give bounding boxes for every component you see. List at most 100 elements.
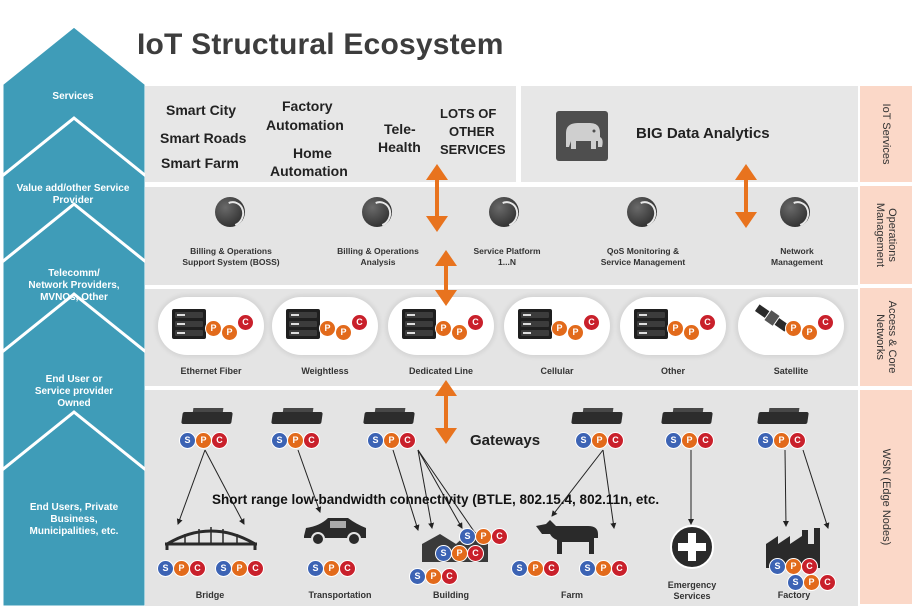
spc-badge: P: [668, 318, 684, 336]
level-services: Services: [52, 91, 94, 102]
server-icon: [172, 309, 206, 339]
server-icon: [402, 309, 436, 339]
endpoint-label: Transportation: [308, 590, 372, 600]
layer-label-networks: Access & Core Networks: [860, 288, 912, 388]
network-label: Ethernet Fiber: [180, 366, 242, 376]
globe-icon: [215, 197, 245, 227]
globe-icon: [780, 197, 810, 227]
network-label: Dedicated Line: [408, 366, 473, 376]
spc-badge: P: [552, 318, 568, 336]
service-lots-line3: SERVICES: [440, 142, 506, 157]
satellite-icon: [754, 304, 790, 332]
spc-badge: C: [700, 312, 716, 330]
spc-badge: C: [818, 312, 834, 330]
endpoint-label: Building: [433, 590, 469, 600]
network-label: Other: [660, 366, 685, 376]
level-end-users: End Users, Private Business, Municipalit…: [29, 502, 119, 537]
globe-icon: [489, 197, 519, 227]
spc-badge: P: [452, 322, 468, 340]
orange-arrows: [426, 164, 757, 444]
page-title: IoT Structural Ecosystem: [137, 28, 504, 61]
server-icon: [518, 309, 552, 339]
big-data-label: BIG Data Analytics: [636, 125, 770, 142]
short-range-connectivity-label: Short range low-bandwidth connectivity (…: [212, 492, 660, 507]
endpoint-label: Bridge: [195, 590, 225, 600]
server-icon: [634, 309, 668, 339]
spc-badge: P: [336, 322, 352, 340]
spc-badge: C: [238, 312, 254, 330]
network-label: Weightless: [301, 366, 349, 376]
service-home-line1: Home: [293, 145, 332, 161]
network-label: Satellite: [773, 366, 809, 376]
wsn-band: [145, 390, 858, 606]
bridge-icon: [165, 527, 257, 550]
spc-badge: C: [584, 312, 600, 330]
service-factory-line1: Factory: [282, 98, 333, 114]
level-telecom-providers: Telecomm/ Network Providers, MVNOs, Othe…: [28, 268, 120, 303]
level-end-user-owned: End User or Service provider Owned: [34, 374, 114, 409]
service-smart-roads: Smart Roads: [160, 130, 247, 146]
service-telehealth-line1: Tele-: [384, 121, 416, 137]
spc-badge: P: [436, 318, 452, 336]
spc-badge: P: [568, 322, 584, 340]
left-hierarchy-arrows: [0, 24, 148, 608]
car-icon: [304, 518, 366, 546]
spc-badge: P: [684, 322, 700, 340]
networks-band: [145, 289, 858, 386]
spc-badge: P: [786, 318, 802, 336]
layer-label-operations: Operations Management: [860, 186, 912, 286]
service-smart-city: Smart City: [166, 102, 237, 118]
service-smart-farm: Smart Farm: [161, 155, 239, 171]
service-telehealth-line2: Health: [378, 139, 421, 155]
server-icon: [286, 309, 320, 339]
service-lots-line1: LOTS OF: [440, 106, 497, 121]
spc-badge: C: [352, 312, 368, 330]
medical-cross-icon: [670, 525, 714, 569]
cow-icon: [536, 520, 598, 554]
factory-icon: [766, 528, 820, 568]
spc-badge: C: [468, 312, 484, 330]
level-value-add-provider: Value add/other Service Provider: [16, 183, 130, 206]
services-box: [145, 86, 516, 182]
service-lots-line2: OTHER: [449, 124, 495, 139]
spc-badge: P: [222, 322, 238, 340]
endpoint-label: Farm: [560, 590, 583, 600]
service-home-line2: Automation: [270, 163, 348, 179]
service-factory-line2: Automation: [266, 117, 344, 133]
globe-icon: [627, 197, 657, 227]
ops-label-qos: QoS Monitoring &Service Management: [600, 246, 686, 267]
network-label: Cellular: [540, 366, 574, 376]
spc-badge: P: [206, 318, 222, 336]
endpoint-label: Factory: [777, 590, 811, 600]
globe-icon: [362, 197, 392, 227]
elephant-icon: [556, 111, 608, 161]
layer-label-iot-services: IoT Services: [860, 86, 912, 184]
spc-badge: P: [802, 322, 818, 340]
spc-badge: P: [320, 318, 336, 336]
gateways-label: Gateways: [470, 432, 541, 449]
layer-label-wsn: WSN (Edge Nodes): [860, 390, 912, 606]
